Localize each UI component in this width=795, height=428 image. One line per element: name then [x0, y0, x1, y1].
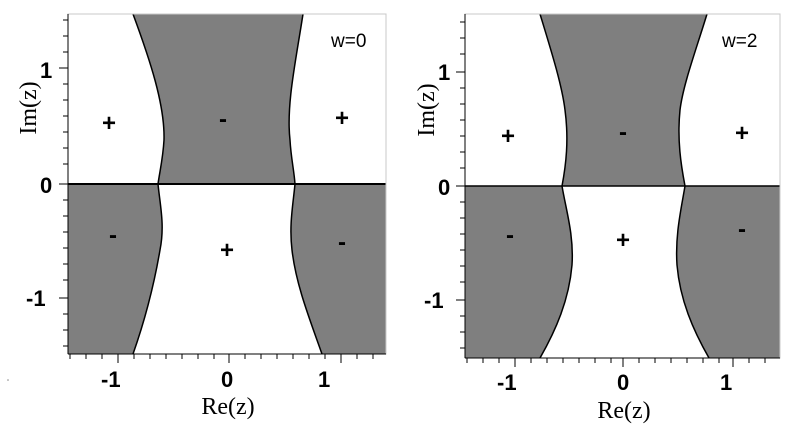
sign-upper-center: -	[219, 106, 227, 133]
bottom-minor-ticks	[466, 358, 766, 367]
panel-label: w=0	[330, 31, 366, 52]
x-tick-neg1: -1	[101, 367, 121, 392]
y-tick-neg1: -1	[424, 288, 444, 313]
sign-lower-left: -	[109, 222, 117, 249]
sign-lower-center: +	[616, 227, 630, 254]
x-tick-neg1: -1	[497, 370, 517, 395]
region-lower-right-shaded	[676, 186, 780, 358]
sign-upper-left: +	[501, 123, 515, 150]
y-tick-0: 0	[40, 173, 52, 198]
x-tick-1: 1	[720, 370, 732, 395]
sign-lower-center: +	[220, 237, 234, 264]
sign-lower-left: -	[506, 222, 514, 249]
region-upper-center-shaded	[133, 14, 303, 184]
y-tick-0: 0	[438, 175, 450, 200]
region-lower-left-shaded	[465, 186, 573, 358]
sign-upper-right: +	[335, 105, 349, 132]
y-axis-label: Im(z)	[414, 83, 440, 136]
x-tick-0: 0	[221, 367, 233, 392]
sign-upper-left: +	[102, 110, 116, 137]
left-minor-ticks	[456, 21, 465, 349]
y-tick-1: 1	[40, 58, 52, 83]
x-axis-label: Re(z)	[201, 394, 254, 420]
region-lower-left-shaded	[68, 184, 163, 354]
x-axis-label: Re(z)	[597, 398, 650, 424]
sign-lower-right: -	[338, 229, 346, 256]
x-tick-1: 1	[318, 367, 330, 392]
bottom-minor-ticks	[69, 354, 374, 363]
left-minor-ticks	[59, 19, 68, 347]
panel-w0: -1 0 1 1 0 -1 Re(z) Im(z) w=0 + - + - + …	[16, 13, 387, 420]
panel-label: w=2	[721, 31, 757, 52]
stray-dot	[7, 379, 9, 381]
sign-lower-right: -	[738, 216, 746, 243]
y-tick-1: 1	[438, 60, 450, 85]
region-lower-right-shaded	[290, 184, 386, 354]
y-axis-label: Im(z)	[16, 81, 42, 134]
x-tick-0: 0	[617, 370, 629, 395]
sign-upper-center: -	[619, 119, 627, 146]
y-tick-neg1: -1	[26, 286, 46, 311]
sign-upper-right: +	[735, 120, 749, 147]
panel-w2: -1 0 1 1 0 -1 Re(z) Im(z) w=2 + - + - + …	[414, 13, 781, 424]
region-upper-center-shaded	[540, 14, 707, 186]
